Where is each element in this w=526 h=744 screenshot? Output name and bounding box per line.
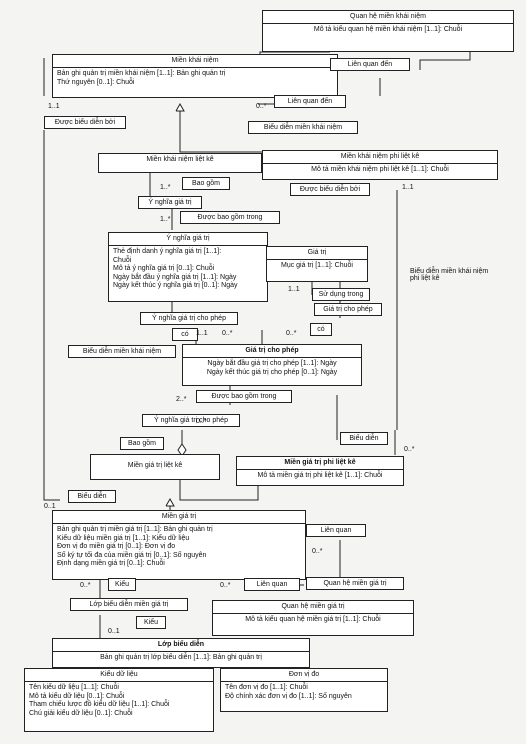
class-title: Quan hệ miền giá trị bbox=[323, 580, 387, 587]
class-attr: Định dạng miền giá trị [0..1]: Chuỗi bbox=[57, 559, 165, 567]
assoc-label: Sử dụng trong bbox=[312, 288, 370, 301]
class-attr: Thẻ định danh ý nghĩa giá trị [1..1]: bbox=[113, 248, 222, 256]
class-attr: Mô tả kiểu quan hệ miền giá trị [1..1]: … bbox=[245, 616, 381, 624]
class-title: Miền giá trị liệt kê bbox=[127, 462, 183, 469]
assoc-label: Biểu diễn bbox=[68, 490, 116, 503]
class-lop-bieu-dien: Lớp biểu diễn Bản ghi quản trị lớp biểu … bbox=[52, 638, 310, 668]
class-attr: Số ký tự tối đa của miền giá trị [0..1]:… bbox=[57, 551, 207, 559]
class-title: Đơn vị đo bbox=[221, 669, 387, 683]
assoc-label: Bao gồm bbox=[120, 437, 164, 450]
class-y-nghia-gia-tri: Ý nghĩa giá trị Thẻ định danh ý nghĩa gi… bbox=[108, 232, 268, 302]
assoc-label: Ý nghĩa giá trị cho phép bbox=[142, 414, 240, 427]
class-subtitle: Quan hệ miền giá trị bbox=[213, 601, 413, 615]
assoc-label: Giá trị cho phép bbox=[314, 303, 382, 316]
class-attr: Ngày bắt đầu giá trị cho phép [1..1]: Ng… bbox=[207, 360, 337, 368]
assoc-label: Bao gồm bbox=[182, 177, 230, 190]
assoc-label: Biểu diễn miền khái niệm bbox=[248, 121, 358, 134]
class-title: Giá trị bbox=[267, 247, 367, 261]
class-title: Miền khái niệm bbox=[53, 55, 337, 69]
class-attr: Thứ nguyên [0..1]: Chuỗi bbox=[57, 78, 135, 86]
class-attr: Mô tả kiểu dữ liệu [0..1]: Chuỗi bbox=[29, 692, 125, 700]
multiplicity: 0..* bbox=[220, 582, 231, 589]
class-attr: Bản ghi quản trị miền khái niệm [1..1]: … bbox=[57, 70, 226, 78]
class-attr: Tên đơn vị đo [1..1]: Chuỗi bbox=[225, 684, 308, 692]
assoc-label: Liên quan đến bbox=[330, 58, 410, 71]
assoc-label: Ý nghĩa giá trị cho phép bbox=[140, 312, 238, 325]
assoc-label: Biểu diễn bbox=[340, 432, 388, 445]
class-title: Quan hệ miền khái niệm bbox=[263, 11, 513, 25]
class-attr: Mô tả miền giá trị phi liệt kê [1..1]: C… bbox=[257, 472, 383, 480]
class-gia-tri: Giá trị Mục giá trị [1..1]: Chuỗi bbox=[266, 246, 368, 282]
assoc-label: Được biểu diễn bởi bbox=[290, 183, 370, 196]
multiplicity: 0..* bbox=[404, 446, 415, 453]
multiplicity: 0..* bbox=[256, 103, 267, 110]
class-mien-gia-tri: Miền giá trị Bản ghi quản trị miền giá t… bbox=[52, 510, 306, 580]
multiplicity: 1..1 bbox=[288, 286, 300, 293]
class-title: Miền giá trị phi liệt kê bbox=[237, 457, 403, 471]
class-attr: Mục giá trị [1..1]: Chuỗi bbox=[281, 262, 353, 270]
multiplicity: 1..* bbox=[160, 184, 171, 191]
assoc-label: Được bao gồm trong bbox=[180, 211, 280, 224]
multiplicity: 1..1 bbox=[48, 103, 60, 110]
class-attr: Tham chiếu lược đồ kiểu dữ liệu [1..1]: … bbox=[29, 701, 170, 709]
class-attr: Độ chính xác đơn vị đo [1..1]: Số nguyên bbox=[225, 692, 352, 700]
class-kieu-du-lieu: Kiểu dữ liệu Tên kiểu dữ liệu [1..1]: Ch… bbox=[24, 668, 214, 732]
class-title: Giá trị cho phép bbox=[183, 345, 361, 359]
multiplicity: 0..* bbox=[80, 582, 91, 589]
assoc-label: Kiểu bbox=[108, 578, 136, 591]
class-attr: Chuỗi bbox=[113, 256, 132, 264]
class-mien-gia-tri-phi-liet-ke: Miền giá trị phi liệt kê Mô tả miền giá … bbox=[236, 456, 404, 486]
assoc-label: Được biểu diễn bởi bbox=[44, 116, 126, 129]
assoc-label: Biểu diễn miền khái niệm bbox=[68, 345, 176, 358]
class-title: Miền khái niệm liệt kê bbox=[146, 156, 214, 163]
class-attr: Kiểu dữ liệu miền giá trị [1..1]: Kiểu d… bbox=[57, 534, 190, 542]
multiplicity: 0..* bbox=[286, 330, 297, 337]
multiplicity: 1..1 bbox=[402, 184, 414, 191]
class-title: Lớp biểu diễn bbox=[53, 639, 309, 653]
multiplicity: 1..* bbox=[160, 216, 171, 223]
class-title: Ý nghĩa giá trị bbox=[109, 233, 267, 247]
class-attr: Đơn vị đo miền giá trị [0..1]: Đơn vị đo bbox=[57, 543, 176, 551]
class-attr: Ngày kết thúc giá trị cho phép [0..1]: N… bbox=[206, 368, 338, 376]
multiplicity: 0..* bbox=[222, 330, 233, 337]
class-quan-he-mien-khai-niem: Quan hệ miền khái niệm Mô tả kiểu quan h… bbox=[262, 10, 514, 52]
class-mien-khai-niem-phi-liet-ke: Miền khái niệm phi liệt kê Mô tả miền kh… bbox=[262, 150, 498, 180]
assoc-label: có bbox=[172, 328, 198, 341]
multiplicity: 0..* bbox=[312, 548, 323, 555]
multiplicity: 1..1 bbox=[196, 330, 208, 337]
assoc-label: Ý nghĩa giá trị bbox=[138, 196, 202, 209]
class-attr: Mô tả ý nghĩa giá trị [0..1]: Chuỗi bbox=[113, 265, 215, 273]
class-attr: Ngày kết thúc ý nghĩa giá trị [0..1]: Ng… bbox=[113, 281, 238, 289]
class-attr: Bản ghi quản trị miền giá trị [1..1]: Bả… bbox=[57, 526, 213, 534]
class-mien-khai-niem-liet-ke: Miền khái niệm liệt kê bbox=[98, 153, 262, 173]
class-mien-khai-niem: Miền khái niệm Bản ghi quản trị miền khá… bbox=[52, 54, 338, 98]
multiplicity: 0..1 bbox=[108, 628, 120, 635]
class-title: Miền khái niệm phi liệt kê bbox=[263, 151, 497, 165]
class-gia-tri-cho-phep: Giá trị cho phép Ngày bắt đầu giá trị ch… bbox=[182, 344, 362, 386]
multiplicity: 0..1 bbox=[44, 503, 56, 510]
quan-he-mien-gia-tri-title-box: Quan hệ miền giá trị bbox=[306, 577, 404, 590]
class-attr: Tên kiểu dữ liệu [1..1]: Chuỗi bbox=[29, 684, 119, 692]
class-don-vi-do: Đơn vị đo Tên đơn vị đo [1..1]: Chuỗi Độ… bbox=[220, 668, 388, 712]
class-title: Kiểu dữ liệu bbox=[25, 669, 213, 683]
class-quan-he-mien-gia-tri: Quan hệ miền giá trị Mô tả kiểu quan hệ … bbox=[212, 600, 414, 636]
assoc-label: Liên quan bbox=[244, 578, 300, 591]
assoc-label: Được bao gồm trong bbox=[196, 390, 292, 403]
multiplicity: 0..* bbox=[196, 418, 207, 425]
assoc-label: Lớp biểu diễn miền giá trị bbox=[70, 598, 188, 611]
class-attr: Mô tả miền khái niệm phi liệt kê [1..1]:… bbox=[311, 166, 449, 174]
class-mien-gia-tri-liet-ke: Miền giá trị liệt kê bbox=[90, 454, 220, 480]
class-attr: Chú giải kiểu dữ liệu [0..1]: Chuỗi bbox=[29, 709, 133, 717]
class-attr: Ngày bắt đầu ý nghĩa giá trị [1..1]: Ngà… bbox=[113, 273, 237, 281]
class-attr: Bản ghi quản trị lớp biểu diễn [1..1]: B… bbox=[100, 654, 262, 662]
class-title: Miền giá trị bbox=[53, 511, 305, 525]
assoc-label: Kiểu bbox=[136, 616, 166, 629]
assoc-label: Liên quan bbox=[306, 524, 366, 537]
multiplicity: 2..* bbox=[176, 396, 187, 403]
assoc-label-free: Biểu diễn miền khái niệm phi liệt kê bbox=[410, 268, 489, 282]
class-attr: Mô tả kiểu quan hệ miền khái niệm [1..1]… bbox=[313, 26, 463, 34]
assoc-label: Liên quan đến bbox=[274, 95, 346, 108]
assoc-label: có bbox=[310, 323, 332, 336]
